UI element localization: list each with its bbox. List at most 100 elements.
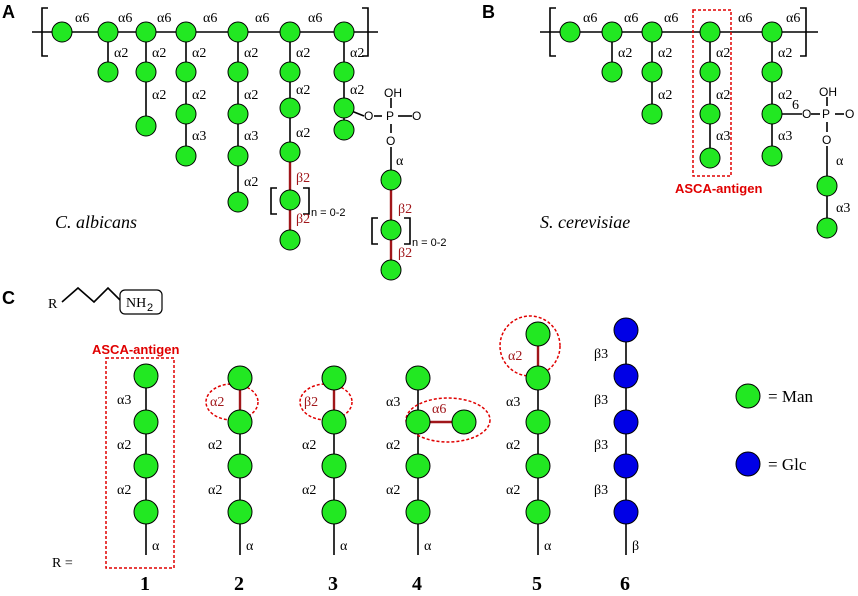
mannose-icon bbox=[175, 145, 197, 167]
phosphate-o: O bbox=[822, 133, 831, 147]
link-label: α3 bbox=[716, 129, 730, 144]
link-label: α bbox=[340, 539, 348, 554]
link-label: α6 bbox=[664, 11, 678, 26]
mannose-icon bbox=[761, 145, 783, 167]
link-label: α2 bbox=[658, 88, 672, 103]
mannose-icon bbox=[699, 61, 721, 83]
asca-antigen-box bbox=[692, 9, 732, 177]
panel-c-label: C bbox=[2, 288, 15, 308]
mannose-icon bbox=[405, 499, 431, 525]
link-label: α6 bbox=[255, 11, 269, 26]
mannose-icon bbox=[279, 61, 301, 83]
phosphate-p: P bbox=[822, 107, 830, 121]
link-label: β2 bbox=[296, 171, 310, 186]
mannose-icon bbox=[227, 145, 249, 167]
link-label: α2 bbox=[302, 438, 316, 453]
species-name: C. albicans bbox=[55, 212, 137, 232]
compound-number: 1 bbox=[140, 573, 150, 595]
mannose-icon bbox=[699, 103, 721, 125]
phosphate-o: O bbox=[364, 109, 373, 123]
glucose-icon bbox=[613, 453, 639, 479]
mannose-icon bbox=[175, 61, 197, 83]
mannose-icon bbox=[641, 21, 663, 43]
link-label: α2 bbox=[778, 46, 792, 61]
position-label: 6 bbox=[792, 98, 799, 113]
link-label: α3 bbox=[506, 395, 520, 410]
glucose-icon bbox=[613, 409, 639, 435]
panel-b-label: B bbox=[482, 2, 495, 22]
link-label: α2 bbox=[350, 46, 364, 61]
mannose-icon bbox=[525, 499, 551, 525]
glucose-icon bbox=[613, 317, 639, 343]
link-label: α bbox=[544, 539, 552, 554]
phosphate-o: O bbox=[802, 107, 811, 121]
highlight-ellipse bbox=[205, 383, 259, 421]
repeat-label: n = 0-2 bbox=[311, 207, 346, 219]
mannose-icon bbox=[279, 97, 301, 119]
mannose-icon bbox=[227, 409, 253, 435]
panel-a-label: A bbox=[2, 2, 15, 22]
mannose-icon bbox=[321, 499, 347, 525]
link-label: β3 bbox=[594, 438, 608, 453]
phosphate-oh: OH bbox=[819, 85, 837, 99]
link-label: α6 bbox=[308, 11, 322, 26]
highlight-ellipse bbox=[299, 383, 353, 421]
mannose-icon bbox=[525, 453, 551, 479]
compound-number: 5 bbox=[532, 573, 542, 595]
legend-mannose-icon bbox=[735, 383, 761, 409]
mannose-icon bbox=[761, 21, 783, 43]
mannose-icon bbox=[133, 363, 159, 389]
link-label: α2 bbox=[618, 46, 632, 61]
link-label: β2 bbox=[304, 395, 318, 410]
mannose-icon bbox=[405, 453, 431, 479]
phosphate-p: P bbox=[386, 109, 394, 123]
mannose-icon bbox=[525, 409, 551, 435]
glucose-icon bbox=[613, 499, 639, 525]
link-label: α bbox=[152, 539, 160, 554]
compound-number: 4 bbox=[412, 573, 422, 595]
mannose-icon bbox=[761, 103, 783, 125]
mannose-icon bbox=[451, 409, 477, 435]
mannose-icon bbox=[279, 189, 301, 211]
mannose-icon bbox=[279, 141, 301, 163]
compound-number: 2 bbox=[234, 573, 244, 595]
linker-r: R bbox=[48, 297, 58, 312]
mannose-icon bbox=[135, 21, 157, 43]
link-label: β2 bbox=[296, 212, 310, 227]
link-label: α2 bbox=[152, 46, 166, 61]
link-label: α6 bbox=[624, 11, 638, 26]
mannose-icon bbox=[559, 21, 581, 43]
link-label: α3 bbox=[192, 129, 206, 144]
link-label: α2 bbox=[386, 438, 400, 453]
linker-sub: 2 bbox=[147, 302, 153, 314]
glucose-icon bbox=[613, 363, 639, 389]
link-label: α2 bbox=[244, 88, 258, 103]
panel-b: B ASCA-antigen α6 bbox=[482, 2, 854, 239]
link-label: α2 bbox=[716, 46, 730, 61]
mannose-icon bbox=[321, 365, 347, 391]
link-label: α6 bbox=[786, 11, 800, 26]
species-name: S. cerevisiae bbox=[540, 212, 630, 232]
link-label: α bbox=[424, 539, 432, 554]
mannose-icon bbox=[816, 175, 838, 197]
link-label: α2 bbox=[152, 88, 166, 103]
link-label: β bbox=[632, 539, 639, 554]
mannose-icon bbox=[97, 21, 119, 43]
link-label: α2 bbox=[244, 175, 258, 190]
link-label: β3 bbox=[594, 347, 608, 362]
link-label: α2 bbox=[658, 46, 672, 61]
mannose-icon bbox=[333, 61, 355, 83]
phosphate-o: O bbox=[845, 107, 854, 121]
mannose-icon bbox=[227, 21, 249, 43]
link-label: α2 bbox=[506, 483, 520, 498]
link-label: α2 bbox=[778, 88, 792, 103]
link-label: α2 bbox=[296, 126, 310, 141]
mannose-icon bbox=[227, 453, 253, 479]
link-label: α3 bbox=[778, 129, 792, 144]
mannose-icon bbox=[321, 409, 347, 435]
repeat-label: n = 0-2 bbox=[412, 237, 447, 249]
link-label: α6 bbox=[118, 11, 132, 26]
panel-a: A bbox=[2, 2, 447, 281]
mannose-icon bbox=[525, 365, 551, 391]
